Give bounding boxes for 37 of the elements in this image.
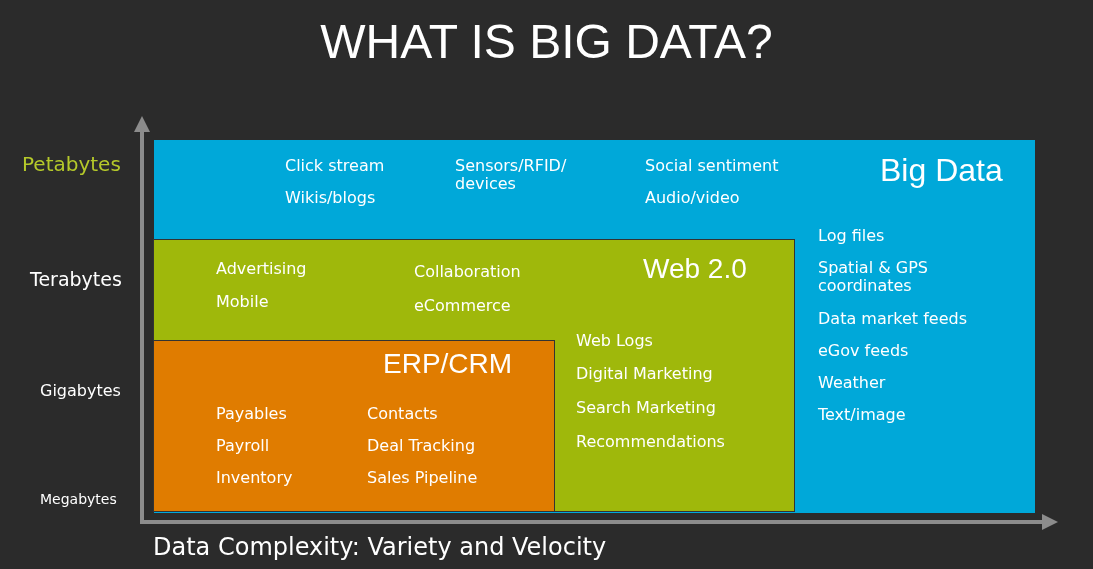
data-source-item: Text/image	[818, 406, 906, 425]
data-source-item: Spatial & GPS coordinates	[818, 259, 929, 296]
data-source-item: Social sentiment	[645, 157, 779, 176]
data-source-item: Sensors/RFID/ devices	[455, 157, 568, 194]
axis-tick-label: Terabytes	[30, 268, 122, 290]
data-source-item: Inventory	[216, 469, 293, 488]
title: WHAT IS BIG DATA?	[319, 14, 774, 69]
data-source-item: Mobile	[216, 293, 269, 312]
data-source-item: Advertising	[216, 260, 307, 279]
data-source-item: Web Logs	[576, 332, 653, 351]
axis-tick-label: Petabytes	[22, 152, 121, 176]
data-source-item: eCommerce	[414, 297, 511, 316]
block-heading: Web 2.0	[643, 253, 747, 286]
data-source-item: Digital Marketing	[576, 365, 713, 384]
data-source-item: Weather	[818, 374, 886, 393]
data-source-item: Contacts	[367, 405, 438, 424]
axis-tick-label: Megabytes	[40, 491, 117, 507]
data-source-item: Recommendations	[576, 433, 725, 452]
data-source-item: Data market feeds	[818, 310, 967, 329]
category-block	[153, 239, 795, 512]
data-source-item: Payables	[216, 405, 287, 424]
category-block	[153, 340, 555, 512]
block-heading: ERP/CRM	[383, 348, 513, 381]
category-block	[154, 140, 1035, 513]
data-source-item: Log files	[818, 227, 885, 246]
axis-tick-label: Gigabytes	[40, 381, 121, 400]
block-heading: Big Data	[880, 152, 1003, 189]
data-source-item: Click stream	[285, 157, 385, 176]
data-source-item: Deal Tracking	[367, 437, 476, 456]
data-source-item: Wikis/blogs	[285, 189, 376, 208]
axis-title: Data Complexity: Variety and Velocity	[153, 533, 607, 561]
data-source-item: eGov feeds	[818, 342, 909, 361]
data-source-item: Collaboration	[414, 263, 521, 282]
data-source-item: Search Marketing	[576, 399, 716, 418]
data-source-item: Sales Pipeline	[367, 469, 478, 488]
data-source-item: Payroll	[216, 437, 270, 456]
data-source-item: Audio/video	[645, 189, 740, 208]
